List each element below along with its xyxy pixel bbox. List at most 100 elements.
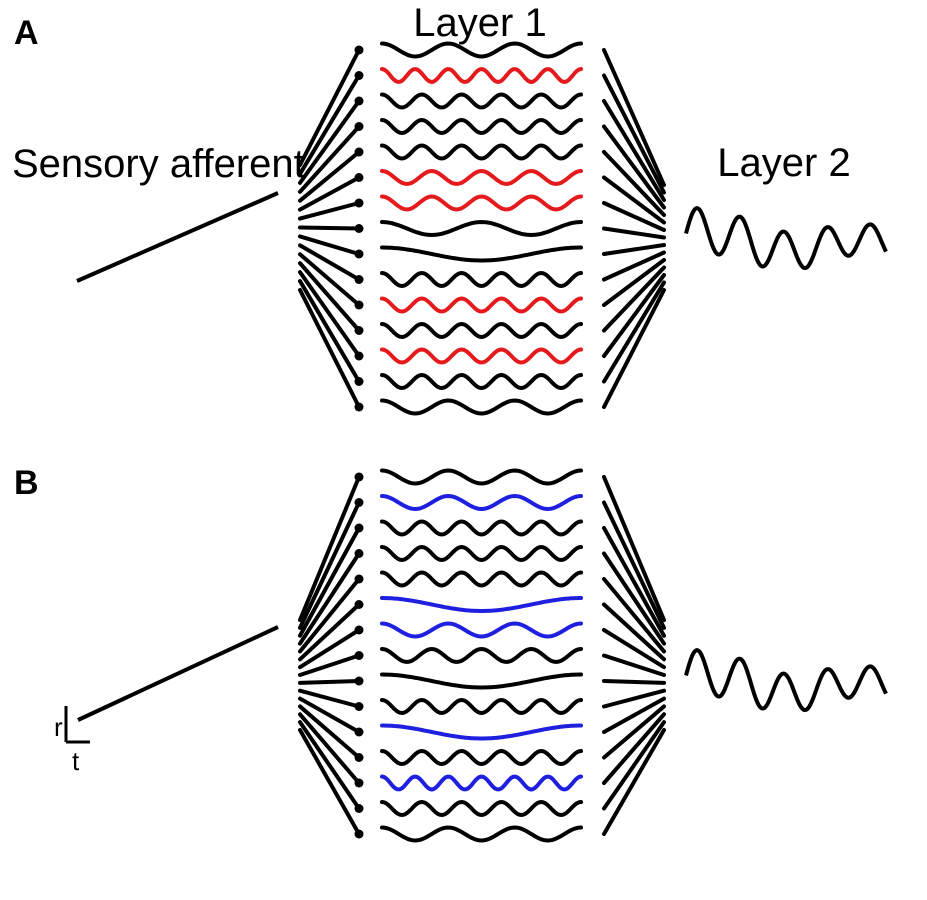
- layer-1-node: [354, 300, 364, 310]
- layer-1-node: [354, 472, 364, 482]
- layer-1-activity-trace: [380, 117, 583, 136]
- layer-1-activity-trace: [380, 194, 583, 212]
- layer-2-connection-line: [602, 265, 666, 333]
- layer-2-title: Layer 2: [717, 141, 850, 185]
- afferent-connection-line: [298, 243, 361, 282]
- afferent-connection-line: [298, 712, 361, 785]
- layer-1-activity-trace: [380, 748, 583, 767]
- afferent-connection-line: [298, 679, 361, 685]
- layer-1-activity-trace: [380, 596, 583, 613]
- layer-1-node: [354, 651, 364, 660]
- layer-1-node: [354, 676, 364, 686]
- layer-1-node: [354, 523, 364, 533]
- afferent-connection-line: [298, 288, 361, 409]
- layer-1-node: [354, 402, 364, 412]
- layer-2-connection-line: [602, 704, 666, 760]
- layer-1-activity-trace: [380, 398, 583, 416]
- afferent-connection-line: [298, 551, 361, 646]
- layer-2-connections-a: [602, 48, 666, 409]
- afferent-connection-line: [298, 602, 361, 662]
- panel-b: B r t: [14, 464, 888, 843]
- layer-2-connection-line: [602, 712, 666, 785]
- layer-2-connection-line: [602, 551, 666, 646]
- layer-2-connection-line: [602, 201, 666, 232]
- afferent-connection-line: [298, 279, 361, 384]
- afferent-connection-line: [298, 577, 361, 654]
- layer-1-node: [354, 198, 364, 208]
- layer-2-connection-line: [602, 150, 666, 217]
- layer-1-activity-traces-a: [380, 41, 583, 416]
- layer-1-node: [354, 122, 364, 131]
- layer-1-node: [354, 600, 364, 609]
- layer-1-node: [354, 549, 364, 558]
- layer-1-activity-trace: [380, 621, 583, 639]
- layer-1-title: Layer 1: [413, 1, 546, 45]
- layer-1-node: [354, 147, 364, 157]
- layer-2-connection-line: [602, 688, 666, 709]
- layer-2-output-trace-b: [684, 648, 888, 713]
- afferent-connection-line: [298, 526, 361, 638]
- afferent-connection-line: [298, 99, 361, 185]
- layer-1-activity-trace: [380, 646, 583, 664]
- afferent-connection-line: [298, 688, 361, 709]
- layer-2-connection-line: [602, 99, 666, 202]
- afferent-connections-a: [298, 48, 361, 409]
- afferent-connection-line: [298, 704, 361, 760]
- layer-2-connection-line: [602, 653, 666, 677]
- layer-2-connection-line: [602, 288, 666, 409]
- layer-1-node: [354, 727, 364, 737]
- layer-1-activity-traces-b: [380, 468, 583, 843]
- layer-1-activity-trace: [380, 92, 583, 110]
- layer-1-nodes-b: [354, 472, 364, 839]
- afferent-connection-line: [298, 628, 361, 670]
- layer-2-connections-b: [602, 475, 666, 836]
- layer-2-connection-line: [602, 124, 666, 210]
- afferent-connection-line: [298, 252, 361, 307]
- layer-1-activity-trace: [380, 468, 583, 486]
- layer-1-activity-trace: [380, 168, 583, 186]
- afferent-connection-line: [298, 728, 361, 836]
- layer-1-node: [354, 574, 364, 584]
- layer-2-connection-line: [602, 250, 666, 282]
- afferent-connections-b: [298, 475, 361, 836]
- afferent-connection-line: [298, 270, 361, 358]
- t-axis-label: t: [72, 746, 80, 776]
- layer-1-activity-trace: [380, 270, 583, 289]
- sensory-afferent-input-line-a: [76, 191, 279, 283]
- afferent-connection-line: [298, 124, 361, 194]
- layer-1-activity-trace: [380, 697, 583, 716]
- layer-1-activity-trace: [380, 570, 583, 588]
- sensory-afferent-input-line-b: [77, 625, 279, 722]
- layer-2-connection-line: [602, 258, 666, 307]
- layer-1-activity-trace: [380, 66, 583, 85]
- afferent-connection-line: [298, 696, 361, 734]
- afferent-connection-line: [298, 234, 361, 256]
- layer-1-node: [354, 71, 364, 80]
- layer-1-node: [354, 173, 364, 182]
- layer-1-nodes-a: [354, 45, 364, 412]
- layer-2-connection-line: [602, 500, 666, 630]
- afferent-connection-line: [298, 475, 361, 622]
- layer-2-connection-line: [602, 728, 666, 836]
- rate-time-axes: r t: [54, 706, 90, 776]
- afferent-connection-line: [298, 201, 361, 221]
- layer-2-connection-line: [602, 175, 666, 225]
- layer-2-output-trace-a: [684, 206, 888, 271]
- afferent-connection-line: [298, 500, 361, 630]
- afferent-connection-line: [298, 653, 361, 677]
- r-axis-label: r: [54, 712, 63, 742]
- layer-2-connection-line: [602, 679, 666, 685]
- layer-1-activity-trace: [380, 372, 583, 391]
- layer-1-activity-trace: [380, 493, 583, 512]
- afferent-connection-line: [298, 175, 361, 212]
- afferent-connection-line: [298, 48, 361, 167]
- layer-1-node: [354, 377, 364, 386]
- layer-1-activity-trace: [380, 245, 583, 263]
- layer-1-activity-trace: [380, 825, 583, 843]
- panel-a: A Layer 1 Layer 2 Sensory afferent: [12, 1, 888, 416]
- layer-2-connection-line: [602, 226, 666, 240]
- afferent-connection-line: [298, 261, 361, 333]
- layer-1-activity-trace: [380, 347, 583, 365]
- layer-1-node: [354, 829, 364, 839]
